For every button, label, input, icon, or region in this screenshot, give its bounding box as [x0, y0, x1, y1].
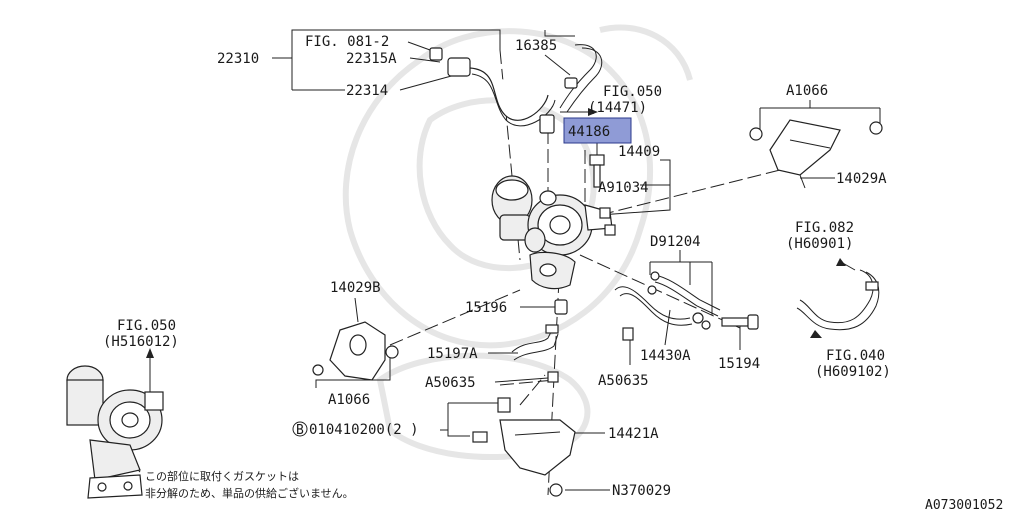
label-n370029[interactable]: N370029: [612, 483, 671, 499]
label-fig040-ref[interactable]: (H609102): [815, 364, 891, 380]
label-44186[interactable]: 44186: [568, 124, 610, 140]
bolt-15194-drawing: [721, 314, 759, 330]
bracket-14029a-drawing: [749, 119, 883, 189]
label-a91034[interactable]: A91034: [598, 180, 649, 196]
note-line-1: この部位に取付くガスケットは: [145, 469, 299, 483]
label-d91204[interactable]: D91204: [650, 234, 701, 250]
label-fig050-a[interactable]: FIG.050: [603, 84, 662, 100]
label-15194[interactable]: 15194: [718, 356, 760, 372]
label-fig040[interactable]: FIG.040: [826, 348, 885, 364]
part-labels: FIG. 081-2 22310 22315A 22314 16385 FIG.…: [103, 34, 1003, 512]
label-15196[interactable]: 15196: [465, 300, 507, 316]
label-fig082-ref[interactable]: (H60901): [786, 236, 853, 252]
label-a50635-right[interactable]: A50635: [598, 373, 649, 389]
label-22315a[interactable]: 22315A: [346, 51, 397, 67]
inset-turbo-drawing: [66, 365, 164, 499]
label-14029b[interactable]: 14029B: [330, 280, 381, 296]
bolt-a91034-drawing: [599, 207, 616, 236]
bracket-14421a-drawing: [472, 397, 576, 497]
hose-h60901-drawing: [796, 258, 880, 338]
turbocharger-drawing: [491, 175, 613, 290]
hose-16385-drawing: [559, 44, 603, 113]
diagram-id: A073001052: [925, 498, 1003, 512]
label-a50635-left[interactable]: A50635: [425, 375, 476, 391]
label-14029a[interactable]: 14029A: [836, 171, 887, 187]
label-bolt-code[interactable]: 010410200(2 ): [309, 422, 419, 438]
label-fig050-b[interactable]: FIG.050: [117, 318, 176, 334]
label-fig050-a-ref[interactable]: (14471): [588, 100, 647, 116]
pipe-14430a-drawing: [614, 271, 721, 341]
label-a1066-top[interactable]: A1066: [786, 83, 828, 99]
label-15197a[interactable]: 15197A: [427, 346, 478, 362]
label-bolt-circle: B: [296, 423, 304, 438]
label-22310[interactable]: 22310: [217, 51, 259, 67]
hose-22314-drawing: [429, 47, 556, 134]
label-14409[interactable]: 14409: [618, 144, 660, 160]
label-a1066-bottom[interactable]: A1066: [328, 392, 370, 408]
gasket-15196-drawing: [554, 299, 568, 315]
label-fig081[interactable]: FIG. 081-2: [305, 34, 389, 50]
bolt-circle-marker: [292, 421, 308, 437]
label-14421a[interactable]: 14421A: [608, 426, 659, 442]
label-fig082[interactable]: FIG.082: [795, 220, 854, 236]
hose-15197a-drawing: [511, 324, 559, 383]
label-16385[interactable]: 16385: [515, 38, 557, 54]
bolt-44186-drawing: [589, 154, 605, 188]
note-line-2: 非分解のため、単品の供給ございません。: [145, 486, 354, 500]
label-14430a[interactable]: 14430A: [640, 348, 691, 364]
highlight-box: [563, 117, 632, 144]
bracket-14029b-drawing: [312, 321, 399, 381]
label-22314[interactable]: 22314: [346, 83, 388, 99]
label-fig050-b-ref[interactable]: (H516012): [103, 334, 179, 350]
